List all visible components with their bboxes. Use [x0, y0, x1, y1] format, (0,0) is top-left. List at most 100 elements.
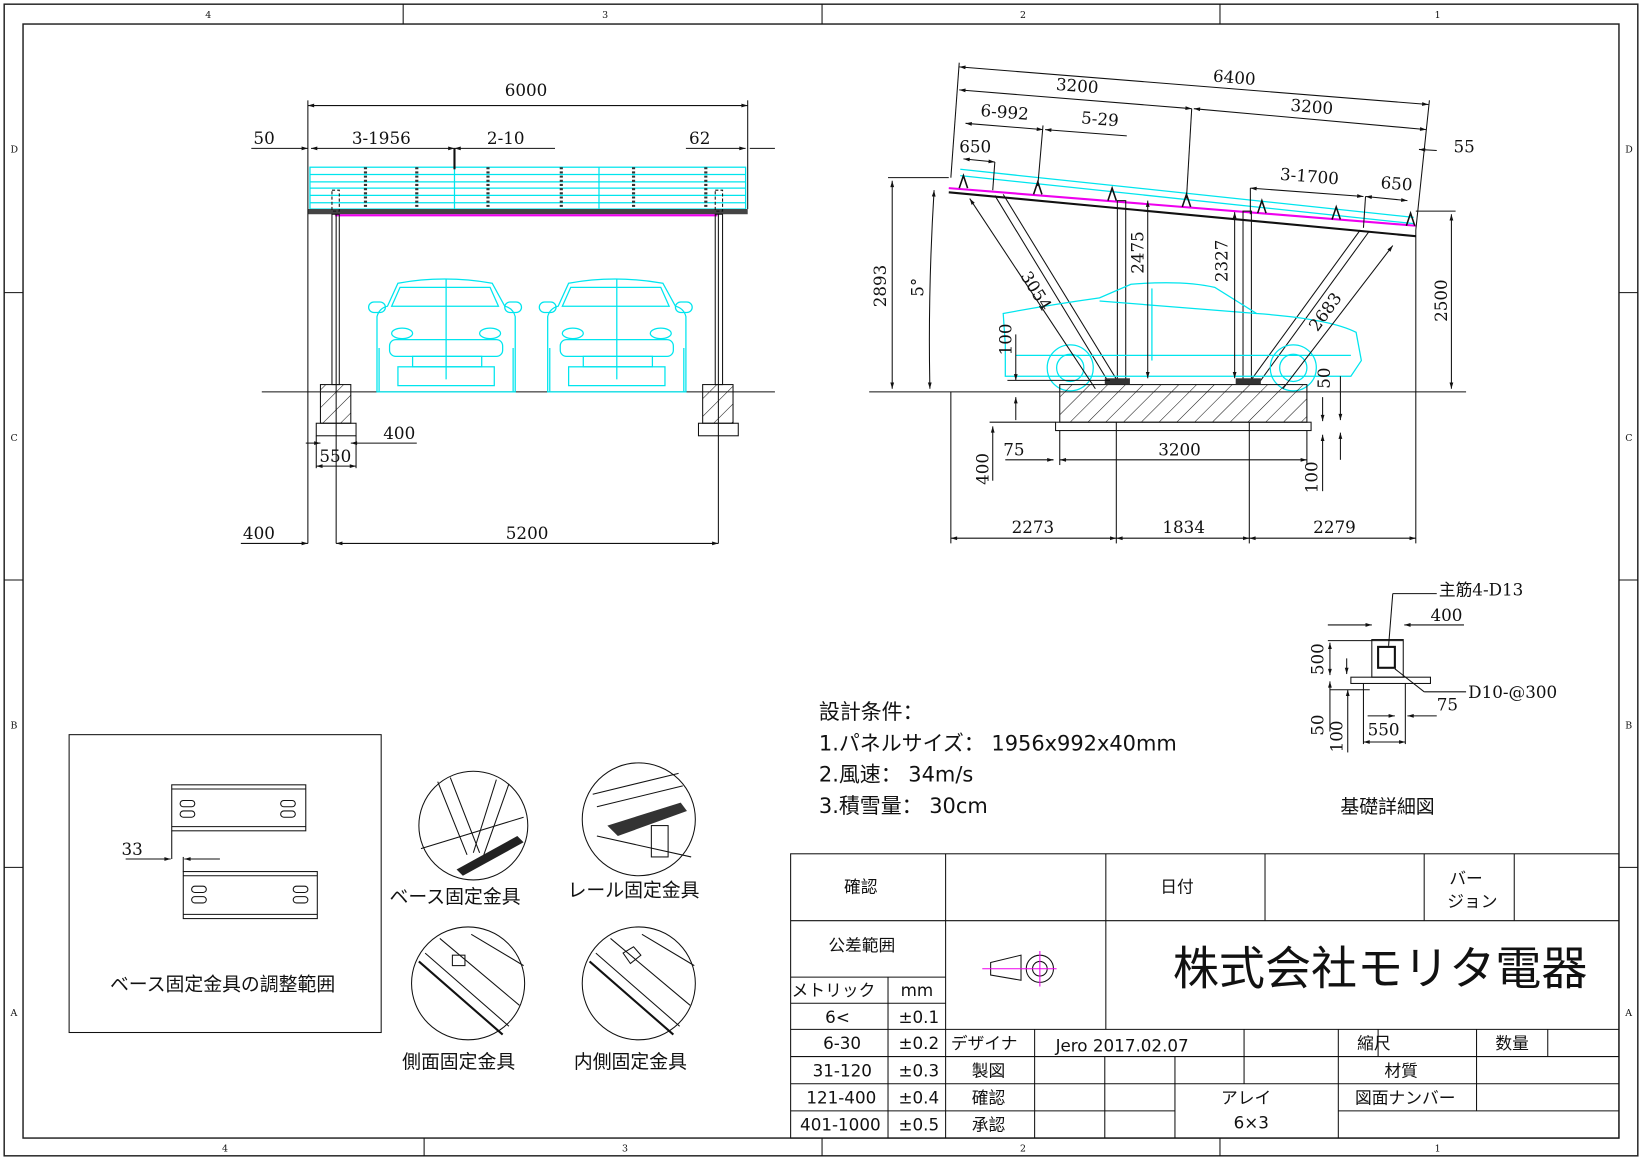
foundation-detail: 主筋4-D13 400 500 D10-@300 75 50 100 550 基…: [1308, 580, 1558, 818]
dim-footing-100: 100: [1301, 461, 1321, 493]
tol-range-3: 121-400: [806, 1088, 876, 1108]
tol-value-2: ±0.3: [898, 1060, 939, 1080]
detail-cover: 75: [1437, 695, 1458, 715]
zone-top-1: 1: [1435, 10, 1441, 21]
unit-label: mm: [901, 980, 934, 1000]
dim-footing-base: 550: [319, 446, 351, 466]
dim-panels: 3-1956: [352, 128, 411, 148]
approve-label: 承認: [972, 1115, 1006, 1135]
company-name: 株式会社モリタ電器: [1173, 941, 1588, 995]
side-dimensions: 6400 3200 3200 6-992 5-29 650 3-1700 650…: [870, 62, 1475, 544]
zone-left-a: A: [9, 1008, 17, 1019]
post-mid-right: [1242, 210, 1252, 385]
dim-half-right: 3200: [1290, 95, 1334, 118]
fitting-rail: レール固定金具: [568, 762, 700, 902]
dim-seg-left: 2273: [1012, 517, 1055, 537]
dim-overall-width: 6000: [505, 80, 548, 100]
zone-top-2: 2: [1020, 10, 1026, 21]
dim-tilt: 5°: [908, 278, 928, 297]
dim-post-right: 2327: [1211, 240, 1231, 283]
dim-footing-length: 3200: [1158, 440, 1201, 460]
fitting-inner-label: 内側固定金具: [574, 1051, 687, 1073]
dim-height-total: 2893: [870, 265, 890, 308]
zone-right-b: B: [1625, 720, 1632, 731]
projection-symbol-icon: [982, 950, 1057, 987]
version-label-2: ジョン: [1447, 891, 1497, 911]
fitting-base: ベース固定金具: [390, 770, 529, 908]
metric-label: メトリック: [792, 980, 876, 1000]
car-front-left: [367, 278, 523, 393]
zone-bottom-4: 4: [222, 1144, 228, 1155]
dim-footing-top: 400: [383, 423, 415, 443]
zone-right-d: D: [1625, 145, 1633, 156]
zone-left-d: D: [10, 145, 18, 156]
version-label-1: バー: [1449, 868, 1482, 888]
footing-side: [1055, 378, 1312, 432]
side-view: 6400 3200 3200 6-992 5-29 650 3-1700 650…: [869, 62, 1475, 544]
dim-gaps: 2-10: [487, 128, 525, 148]
car-front-right: [538, 278, 693, 393]
fitting-inner: 内側固定金具: [574, 926, 696, 1073]
confirm-label: 確認: [844, 876, 878, 896]
dim-side-overall: 6400: [1212, 66, 1256, 89]
base-bracket-lower: [182, 871, 318, 920]
post-mid-left: [1116, 200, 1127, 385]
dim-base-50: 50: [1314, 367, 1334, 388]
design-condition-panel-size: 1.パネルサイズ： 1956x992x40mm: [819, 731, 1177, 755]
title-block: 確認 日付 バー ジョン 公差範囲 株式会社モリタ電器 メトリック mm 6< …: [790, 853, 1620, 1139]
front-view: 6000 50 3-1956 2-10 62 400 550 400 5200: [240, 80, 775, 546]
array-label: アレイ: [1221, 1088, 1271, 1108]
dim-edge: 400: [243, 523, 275, 543]
car-side: [1002, 282, 1363, 392]
zone-top-3: 3: [602, 10, 608, 21]
zone-top-4: 4: [205, 10, 211, 21]
zone-bottom-1: 1: [1435, 1144, 1441, 1155]
drafting-label: 製図: [972, 1060, 1005, 1080]
dim-right-edge: 55: [1454, 137, 1475, 157]
dim-modules: 6-992: [980, 100, 1030, 124]
dim-module-gaps: 5-29: [1080, 107, 1119, 130]
dim-half-left: 3200: [1055, 74, 1099, 97]
detail-base-width: 550: [1368, 720, 1400, 740]
drawing-no-label: 図面ナンバー: [1355, 1088, 1455, 1108]
front-dimensions: 6000 50 3-1956 2-10 62 400 550 400 5200: [240, 80, 775, 546]
zone-bottom-2: 2: [1020, 1144, 1026, 1155]
detail-width-top: 400: [1430, 605, 1462, 625]
tol-range-2: 31-120: [813, 1060, 872, 1080]
dim-footing-depth: 400: [973, 453, 993, 485]
dim-height-right: 2500: [1431, 279, 1451, 322]
design-conditions: 設計条件： 1.パネルサイズ： 1956x992x40mm 2.風速： 34m/…: [819, 700, 1177, 818]
dim-span: 5200: [506, 523, 549, 543]
zone-bottom-3: 3: [622, 1144, 628, 1155]
detail-base-50: 50: [1308, 714, 1328, 735]
detail-height: 500: [1308, 643, 1328, 675]
post-left: [331, 189, 340, 386]
adjust-range-caption: ベース固定金具の調整範囲: [110, 974, 335, 996]
qty-label: 数量: [1495, 1033, 1528, 1053]
designer-value: Jero 2017.02.07: [1055, 1035, 1189, 1055]
zone-right-c: C: [1625, 433, 1632, 444]
stirrup-label: D10-@300: [1468, 682, 1557, 702]
adjust-dim: 33: [121, 839, 142, 859]
tol-range-4: 401-1000: [800, 1115, 881, 1135]
dim-footing-edge: 75: [1003, 440, 1024, 460]
fitting-side-label: 側面固定金具: [402, 1051, 515, 1073]
material-label: 材質: [1384, 1060, 1417, 1080]
detail-base-100: 100: [1326, 721, 1346, 753]
tol-value-4: ±0.5: [898, 1115, 939, 1135]
dim-base-offset: 100: [996, 323, 1016, 355]
tol-value-0: ±0.1: [898, 1007, 939, 1027]
panel-array-side: [948, 168, 1416, 238]
adjust-range-box: 33 ベース固定金具の調整範囲: [68, 734, 382, 1034]
check-label: 確認: [972, 1088, 1006, 1108]
tol-value-1: ±0.2: [898, 1033, 939, 1053]
fitting-rail-label: レール固定金具: [568, 880, 700, 902]
fitting-base-label: ベース固定金具: [390, 886, 521, 908]
zone-left-c: C: [10, 433, 17, 444]
design-condition-wind: 2.風速： 34m/s: [819, 763, 973, 787]
fitting-side: 側面固定金具: [402, 926, 526, 1073]
dim-strut-left: 3054: [1017, 267, 1057, 314]
base-bracket-upper: [171, 784, 307, 832]
dim-rail-pitch: 3-1700: [1279, 164, 1339, 189]
dim-seg-mid: 1834: [1162, 517, 1205, 537]
